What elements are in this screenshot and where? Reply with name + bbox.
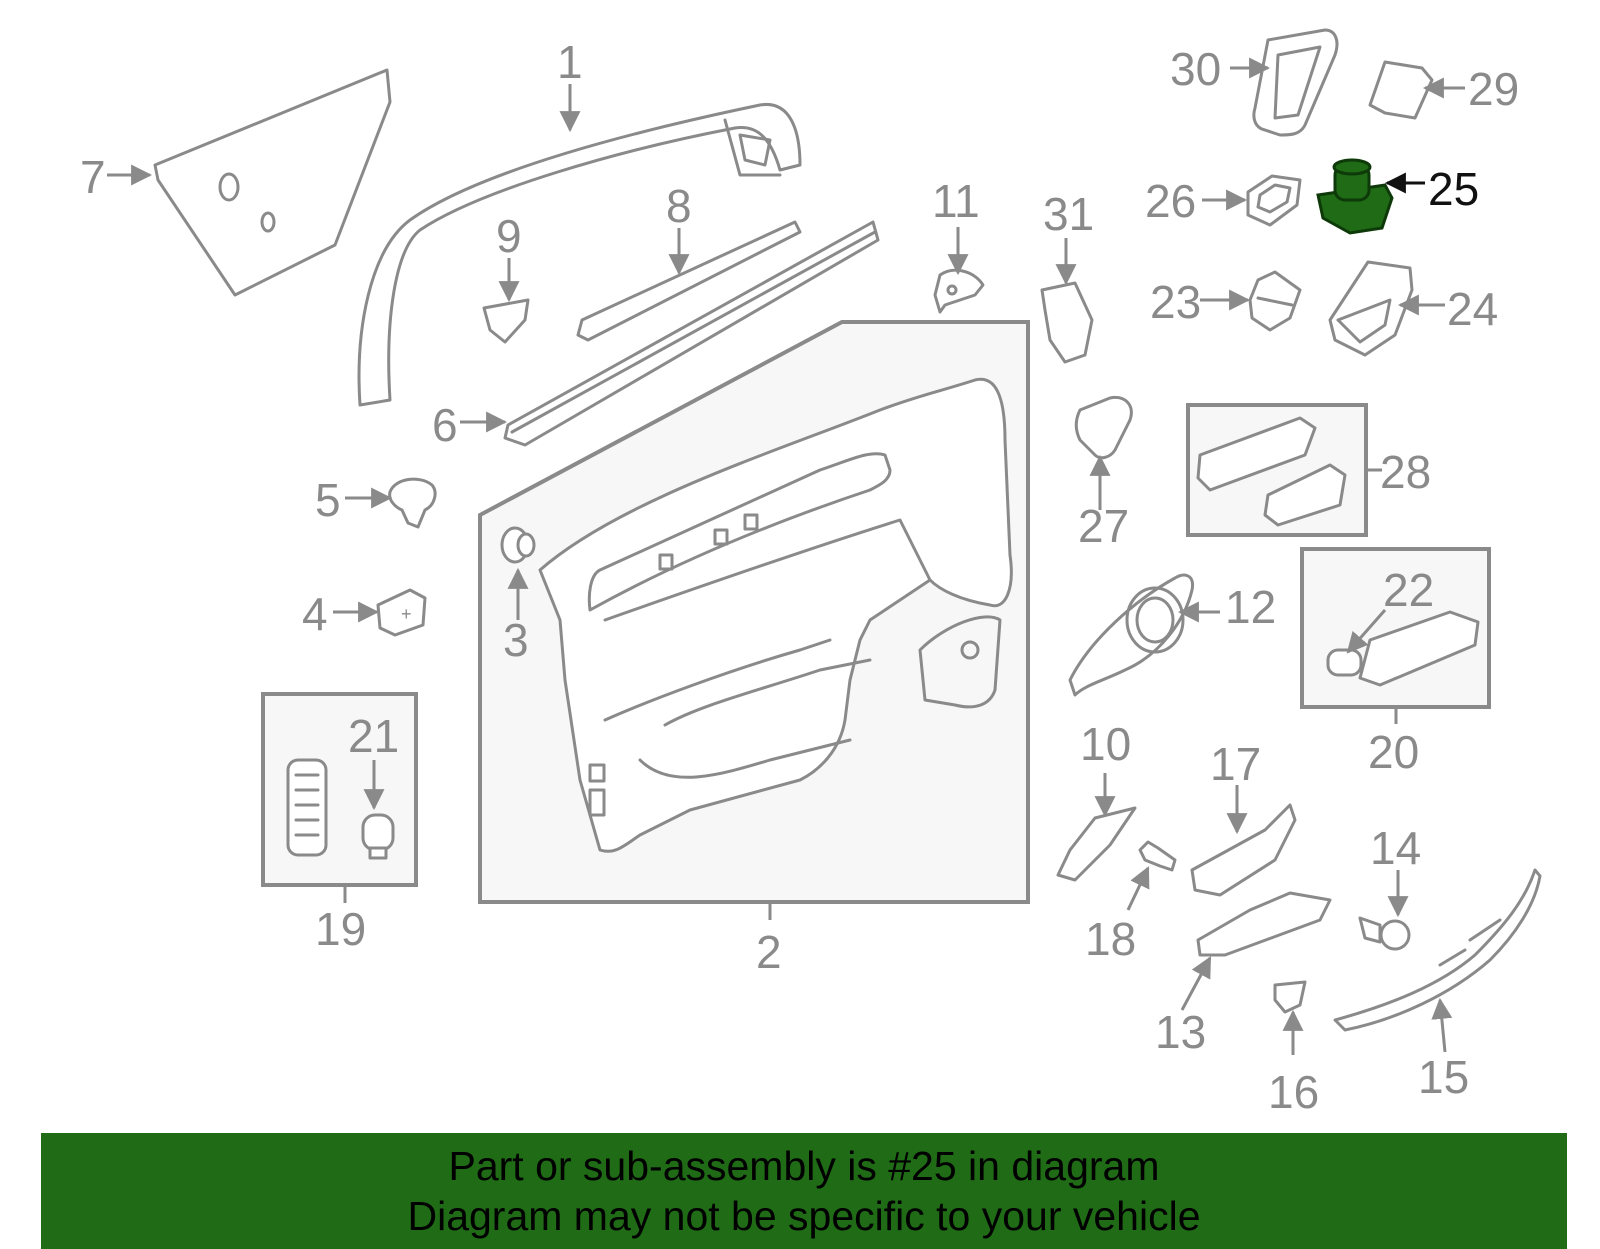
banner-line-2: Diagram may not be specific to your vehi…: [407, 1193, 1201, 1239]
part-24-switch-assembly[interactable]: [1328, 260, 1414, 357]
banner-line-1: Part or sub-assembly is #25 in diagram: [448, 1143, 1160, 1189]
part-11-bracket[interactable]: [933, 268, 985, 314]
part-1-frame-molding[interactable]: [357, 103, 802, 407]
part-17-switch-panel[interactable]: [1190, 803, 1297, 897]
part-31-trim[interactable]: [1040, 281, 1094, 364]
part-27-handle-bezel[interactable]: [1074, 395, 1133, 460]
callout-28: 28: [1380, 446, 1431, 498]
part-23-switch[interactable]: [1248, 270, 1302, 332]
part-29-switch[interactable]: [1368, 60, 1434, 120]
callout-12: 12: [1225, 581, 1276, 633]
callout-2: 2: [756, 926, 782, 978]
callout-18: 18: [1085, 913, 1136, 965]
callout-30: 30: [1170, 43, 1221, 95]
part-5-fastener[interactable]: [388, 477, 437, 529]
part-7-mirror-patch[interactable]: [153, 68, 392, 297]
callout-22: 22: [1383, 564, 1434, 616]
callout-4: 4: [302, 588, 328, 640]
part-25-highlighted[interactable]: [1316, 158, 1394, 235]
part-28-box[interactable]: [1186, 403, 1368, 537]
callout-11: 11: [932, 175, 980, 227]
callout-27: 27: [1078, 500, 1129, 552]
callout-1: 1: [557, 36, 583, 88]
callout-10: 10: [1080, 718, 1131, 770]
callout-5: 5: [315, 474, 341, 526]
callout-31: 31: [1043, 188, 1094, 240]
part-18-screw[interactable]: [1138, 840, 1177, 872]
part-26-bezel[interactable]: [1246, 174, 1302, 227]
part-15-armrest-trim[interactable]: [1333, 868, 1542, 1032]
part-2-door-panel-box[interactable]: [478, 320, 1030, 904]
callout-25: 25: [1428, 163, 1479, 215]
svg-text:+: +: [401, 604, 412, 624]
callout-21: 21: [348, 710, 399, 762]
part-20-box[interactable]: [1300, 547, 1491, 709]
part-8-belt-molding[interactable]: [576, 220, 802, 342]
callout-3: 3: [503, 614, 529, 666]
leader-arrows: [107, 57, 1465, 1055]
part-16-clip[interactable]: [1273, 980, 1307, 1014]
part-3-grommet[interactable]: [500, 526, 536, 564]
callout-26: 26: [1145, 175, 1196, 227]
part-9-clip[interactable]: [482, 298, 530, 344]
part-12-speaker-grille[interactable]: [1068, 573, 1195, 697]
callout-23: 23: [1150, 276, 1201, 328]
callout-29: 29: [1468, 63, 1519, 115]
callout-17: 17: [1210, 738, 1261, 790]
callout-13: 13: [1155, 1006, 1206, 1058]
callout-7: 7: [80, 151, 106, 203]
part-6-weatherstrip[interactable]: [503, 220, 880, 447]
callout-19: 19: [315, 903, 366, 955]
part-13-pull-cup[interactable]: [1196, 891, 1332, 957]
part-14-push-pin[interactable]: [1358, 916, 1411, 951]
info-banner: Part or sub-assembly is #25 in diagram D…: [41, 1133, 1567, 1249]
callout-20: 20: [1368, 726, 1419, 778]
callout-6: 6: [432, 399, 458, 451]
callout-14: 14: [1370, 822, 1421, 874]
callout-8: 8: [666, 180, 692, 232]
callout-24: 24: [1447, 283, 1498, 335]
part-30-switch-bezel[interactable]: [1252, 28, 1339, 137]
part-4-cap[interactable]: +: [376, 588, 427, 637]
callout-15: 15: [1418, 1051, 1469, 1103]
callout-9: 9: [496, 210, 522, 262]
part-10-clip[interactable]: [1056, 806, 1137, 882]
callout-16: 16: [1268, 1066, 1319, 1118]
part-19-box[interactable]: [261, 692, 418, 887]
